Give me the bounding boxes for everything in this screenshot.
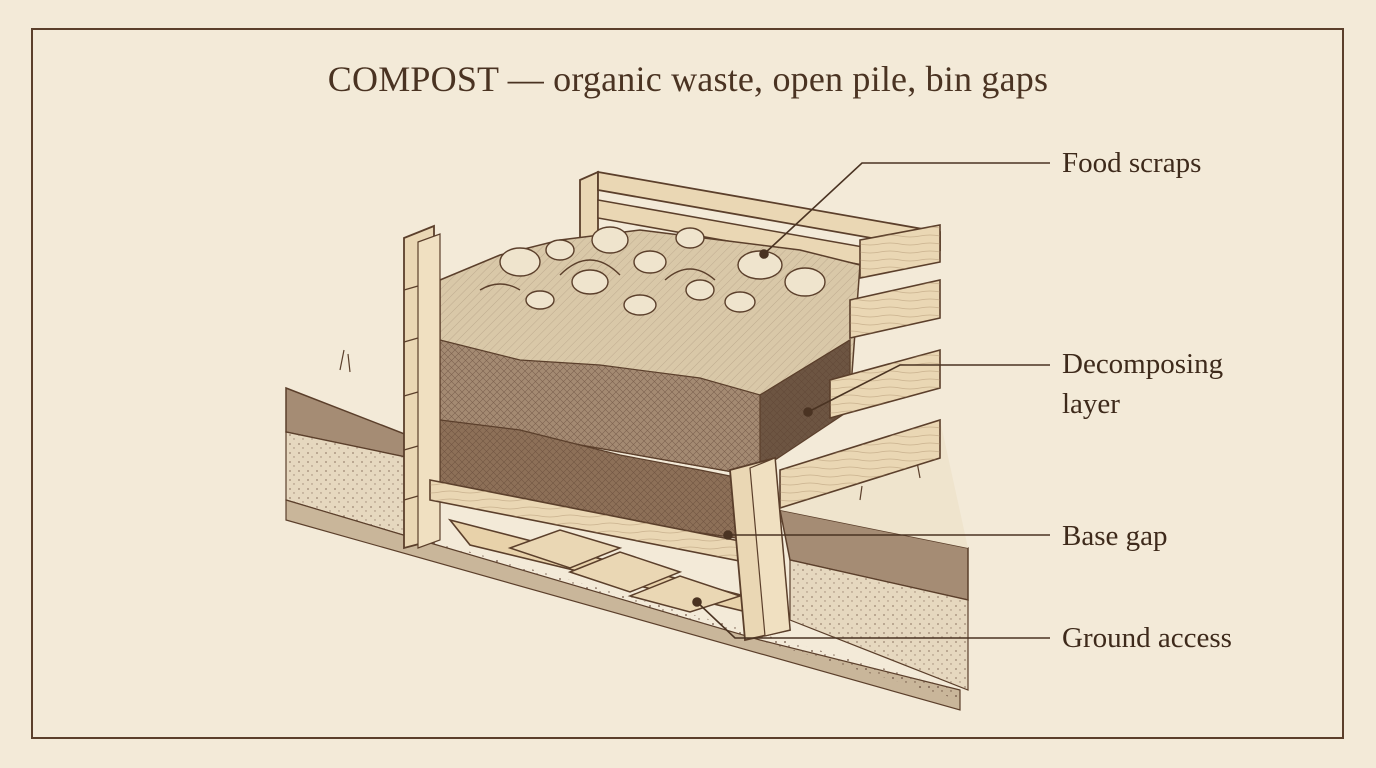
bin-back-frame xyxy=(579,170,941,282)
diagram-frame xyxy=(31,28,1344,739)
bin-front-frame xyxy=(403,224,941,642)
label-base-gap: Base gap xyxy=(1062,520,1168,552)
ground-cross-section xyxy=(285,349,969,711)
pallet-base xyxy=(447,518,783,622)
callout-leaders xyxy=(692,162,1050,639)
food-scraps-pile xyxy=(479,226,826,316)
label-food-scraps: Food scraps xyxy=(1062,147,1202,179)
title-text: COMPOST — organic waste, open pile, bin … xyxy=(327,59,1049,99)
diagram-title: COMPOST — organic waste, open pile, bin … xyxy=(0,58,1376,100)
label-decomposing-layer: Decomposing layer xyxy=(1062,348,1224,420)
label-ground-access: Ground access xyxy=(1062,622,1232,654)
